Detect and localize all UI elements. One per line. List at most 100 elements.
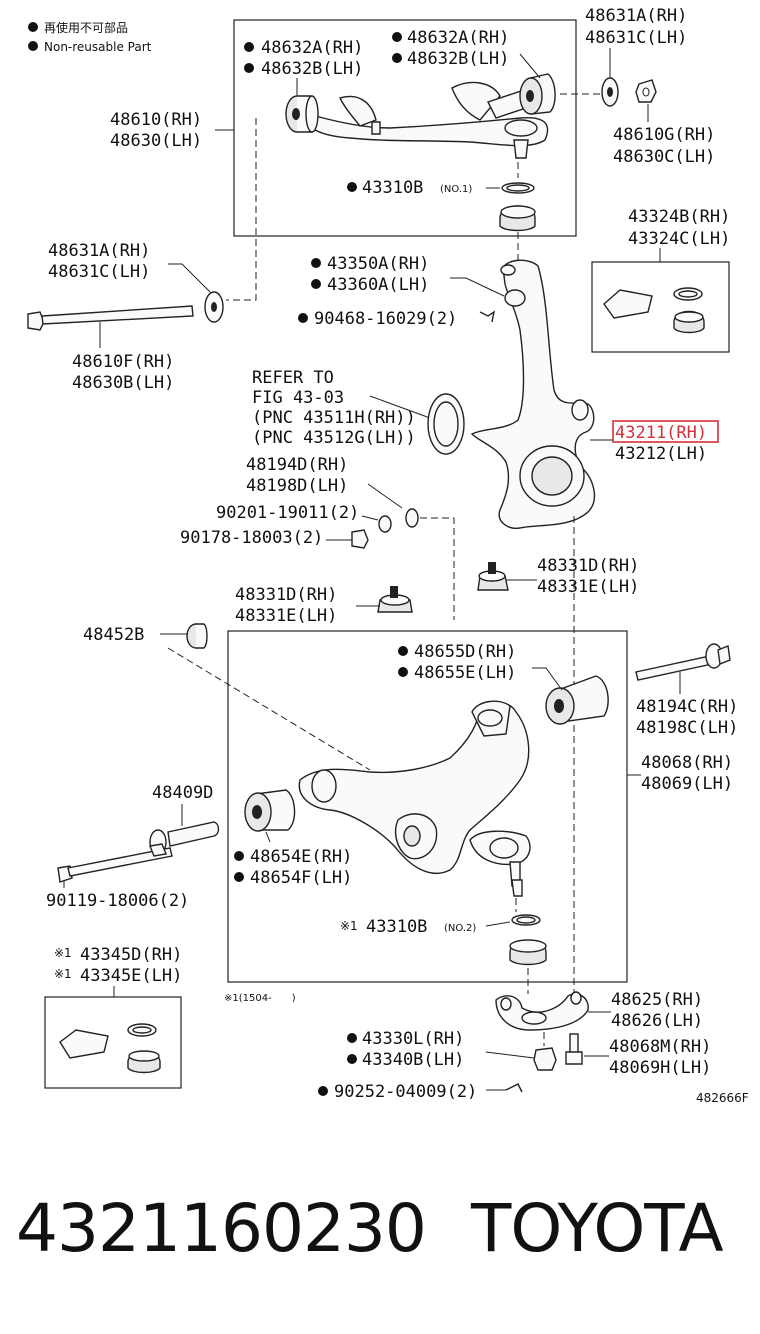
bushing-48452B: [186, 623, 208, 649]
labels-knuckle: 43350A(RH) 43360A(LH) 90468-16029(2) REF…: [252, 254, 719, 464]
bullet-icon: [28, 41, 38, 51]
steering-knuckle-43211: [470, 259, 596, 529]
labels-upper: 48632A(RH) 48632B(LH) 48632A(RH) 48632B(…: [110, 6, 715, 198]
bushing-48632A-right: [519, 73, 556, 115]
labels-48409D: 48409D 90119-18006(2): [46, 783, 213, 911]
label-43340B-lh: 43340B(LH): [362, 1050, 464, 1070]
hub-bearing-ring: [427, 393, 465, 455]
boot-lower: [509, 939, 547, 966]
boot-upper: [499, 205, 536, 232]
bushing-48654E: [244, 789, 296, 832]
dash-connector: [167, 647, 371, 771]
washer-90201: [378, 515, 392, 533]
label-43310B-no2: 43310B: [366, 917, 427, 937]
labels-48331-right: 48331D(RH) 48331E(LH): [506, 556, 639, 597]
label-pnc-43511H: (PNC 43511H(RH)): [252, 408, 416, 428]
label-48632A-rh-right: 48632A(RH): [407, 28, 509, 48]
highlight-box-43211: [612, 420, 719, 443]
figure-id: 482666F: [696, 1091, 749, 1105]
bump-stopper-48331D-right: [477, 562, 509, 591]
label-48331D-rh-right: 48331D(RH): [537, 556, 639, 576]
label-no2: (NO.2): [444, 923, 476, 934]
boot-kit-box-43345: [44, 996, 182, 1089]
label-48632B-lh-right: 48632B(LH): [407, 49, 509, 69]
label-90468-16029: 90468-16029(2): [314, 309, 457, 329]
ring-43310B-no1: [501, 182, 535, 194]
bushing-48655D: [545, 675, 609, 725]
label-90201-19011: 90201-19011(2): [216, 503, 359, 523]
labels-48331-left: 48331D(RH) 48331E(LH): [235, 585, 380, 626]
dash-connector: [226, 118, 257, 301]
label-48068-rh: 48068(RH): [641, 753, 733, 773]
label-90178-18003: 90178-18003(2): [180, 528, 323, 548]
label-48610F-rh: 48610F(RH): [72, 352, 174, 372]
label-48409D: 48409D: [152, 783, 213, 803]
label-43212-lh: 43212(LH): [615, 444, 707, 464]
label-48654F-lh: 48654F(LH): [250, 868, 352, 888]
label-mark-1: ※1: [340, 919, 358, 933]
bracket-48625: [495, 991, 589, 1031]
label-mark-1-b: ※1: [54, 967, 72, 981]
nut-43330L: [533, 1047, 557, 1071]
labels-43324: 43324B(RH) 43324C(LH): [628, 207, 730, 262]
boot-kit-43324-parts: [603, 287, 705, 334]
label-90119-18006: 90119-18006(2): [46, 891, 189, 911]
labels-48194D: 48194D(RH) 48198D(LH) 90201-19011(2) 901…: [180, 455, 403, 548]
labels-48194C: 48194C(RH) 48198C(LH): [636, 672, 738, 738]
label-mark-1-a: ※1: [54, 946, 72, 960]
lower-arm-group-box: [227, 630, 628, 983]
label-90252-04009: 90252-04009(2): [334, 1082, 477, 1102]
dash-connector: [420, 517, 455, 620]
label-48654E-rh: 48654E(RH): [250, 847, 352, 867]
legend-nonreusable-jp: 再使用不可部品: [44, 20, 128, 35]
label-43350A-rh: 43350A(RH): [327, 254, 429, 274]
cotter-pin-90468: [479, 310, 496, 323]
ring-43310B-no2: [511, 914, 541, 926]
label-refer-to: REFER TO: [252, 368, 334, 388]
label-48194D-rh: 48194D(RH): [246, 455, 348, 475]
lower-control-arm: [298, 700, 531, 897]
label-43324C-lh: 43324C(LH): [628, 229, 730, 249]
bolt-48194C: [635, 643, 731, 681]
legend-nonreusable-en: Non-reusable Part: [44, 40, 152, 54]
washer-48631A-top: [601, 77, 619, 107]
label-48068M-rh: 48068M(RH): [609, 1037, 711, 1057]
label-48331D-rh-left: 48331D(RH): [235, 585, 337, 605]
label-48452B: 48452B: [83, 625, 144, 645]
part-number-footer: 4321160230 TOYOTA: [16, 1190, 746, 1280]
brand-name: TOYOTA: [471, 1190, 724, 1267]
labels-48452B: 48452B: [83, 625, 188, 645]
label-43310B-no1: 43310B: [362, 178, 423, 198]
cotter-pin-90252: [505, 1083, 523, 1093]
washer-48194D: [405, 508, 419, 528]
label-48331E-lh-left: 48331E(LH): [235, 606, 337, 626]
label-43360A-lh: 43360A(LH): [327, 275, 429, 295]
label-48626-lh: 48626(LH): [611, 1011, 703, 1031]
label-48655E-lh: 48655E(LH): [414, 663, 516, 683]
label-48631C-lh-top: 48631C(LH): [585, 28, 687, 48]
label-48198D-lh: 48198D(LH): [246, 476, 348, 496]
label-48631C-lh-mid: 48631C(LH): [48, 262, 150, 282]
label-43345E-lh: 43345E(LH): [80, 966, 182, 986]
label-48069H-lh: 48069H(LH): [609, 1058, 711, 1078]
label-48331E-lh-right: 48331E(LH): [537, 577, 639, 597]
label-48198C-lh: 48198C(LH): [636, 718, 738, 738]
label-48630-lh: 48630(LH): [110, 131, 202, 151]
label-48610G-rh: 48610G(RH): [613, 125, 715, 145]
nut-48610G: [635, 79, 657, 103]
bullet-icon: [28, 22, 38, 32]
label-43345D-rh: 43345D(RH): [80, 945, 182, 965]
label-48610-rh: 48610(RH): [110, 110, 202, 130]
label-note-1504: ※1(1504- ): [224, 993, 296, 1004]
label-48631A-rh-mid: 48631A(RH): [48, 241, 150, 261]
bolt-48610F: [27, 291, 224, 331]
upper-arm-group-box: [233, 19, 577, 237]
label-48069-lh: 48069(LH): [641, 774, 733, 794]
label-48630B-lh: 48630B(LH): [72, 373, 174, 393]
legend: 再使用不可部品 Non-reusable Part: [28, 20, 152, 54]
label-48655D-rh: 48655D(RH): [414, 642, 516, 662]
label-pnc-43512G: (PNC 43512G(LH)): [252, 428, 416, 448]
label-43330L-rh: 43330L(RH): [362, 1029, 464, 1049]
label-48631A-rh-top: 48631A(RH): [585, 6, 687, 26]
label-48630C-lh: 48630C(LH): [613, 147, 715, 167]
